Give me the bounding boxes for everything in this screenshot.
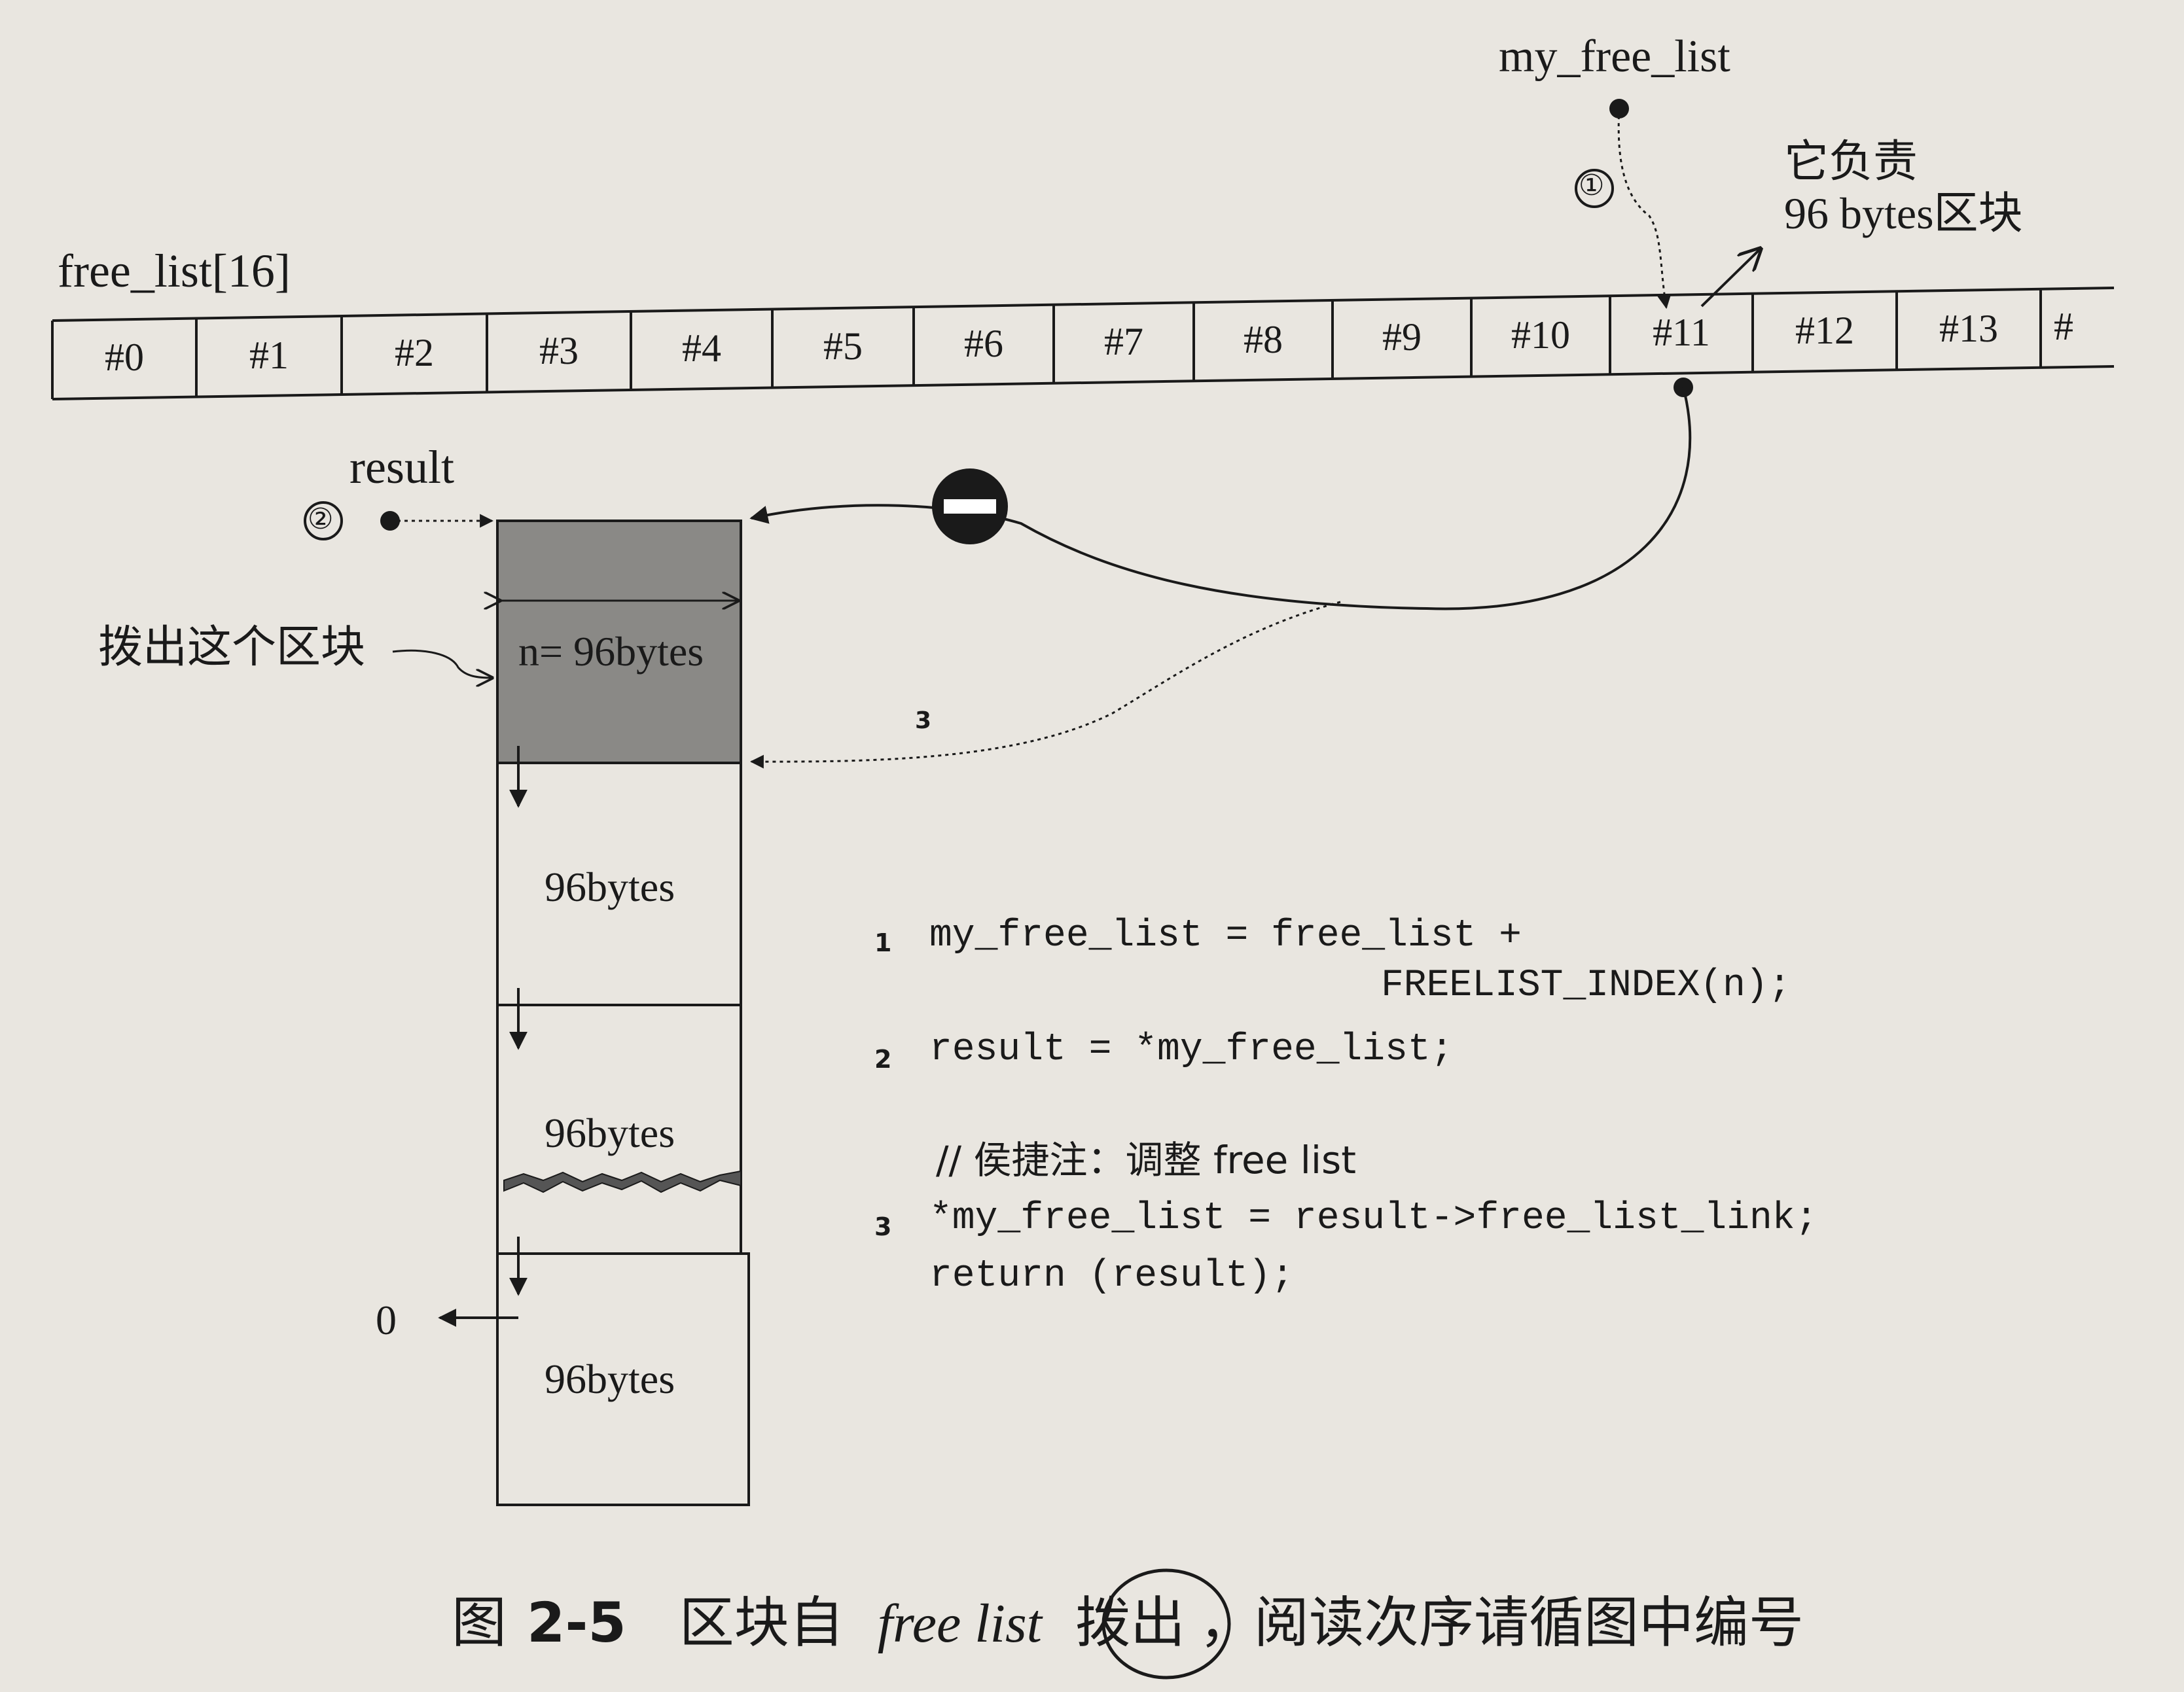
code-line-2: result = *my_free_list;: [929, 1029, 1454, 1071]
step-2-marker: [304, 501, 343, 540]
step-3-label: 3: [915, 707, 932, 734]
block-4: [496, 1252, 750, 1506]
step-3-link: [749, 601, 1341, 769]
caption-fig: 图: [452, 1591, 507, 1655]
free-list-cell: #12: [1795, 309, 1854, 353]
code-comment-text: // 侯捷注：调整 free list: [936, 1138, 1356, 1182]
extract-label-arrow: [392, 649, 492, 678]
free-list-cell: #9: [1382, 315, 1422, 359]
code-line-3: *my_free_list = result->free_list_link;: [929, 1197, 1818, 1240]
my-free-list-label: my_free_list: [1499, 31, 1730, 82]
code-line-1-number: 1: [874, 928, 892, 957]
figure-caption: 图 2-5 区块自 free list 拨出 ，阅读次序请循图中编号: [452, 1595, 1804, 1651]
code-line-return: return (result);: [929, 1255, 1294, 1297]
code-line-3-number: 3: [874, 1212, 892, 1241]
free-list-array-name: free_list[16]: [58, 245, 291, 297]
torn-edge: [503, 1170, 742, 1193]
caption-text-a: 区块自: [679, 1591, 844, 1655]
free-list-cell: #11: [1653, 311, 1710, 355]
my-free-list-pointer: [1575, 99, 1672, 309]
extracted-block: [496, 520, 742, 764]
free-list-cell: #10: [1511, 313, 1570, 357]
block-4-size: 96bytes: [545, 1356, 675, 1402]
code-line-1b: FREELIST_INDEX(n);: [1381, 964, 1791, 1007]
free-list-cell: #6: [964, 322, 1003, 366]
free-list-cell: #: [2054, 304, 2073, 348]
caption-number: 2-5: [527, 1591, 626, 1655]
step-1-marker: [1575, 169, 1614, 208]
free-list-cell: #5: [823, 324, 863, 368]
extract-block-label: 拨出这个区块: [98, 622, 366, 673]
caption-text-b: free list: [877, 1593, 1042, 1654]
result-label: result: [349, 441, 454, 493]
responsible-arrow: [1700, 249, 1761, 308]
free-list-array: [51, 287, 2115, 400]
free-list-cell: #1: [249, 333, 289, 377]
free-list-cell: #0: [105, 336, 144, 379]
caption-circle: [1101, 1568, 1231, 1680]
step-1-label: ①: [1579, 169, 1605, 202]
block-stack: [438, 520, 750, 1506]
step-2-label: ②: [308, 502, 334, 536]
block-2-size: 96bytes: [545, 864, 675, 910]
free-list-cell: #2: [395, 331, 434, 375]
caption-text-d: ，阅读次序请循图中编号: [1199, 1591, 1804, 1655]
code-line-2-number: 2: [874, 1045, 892, 1074]
index11-link: [749, 378, 1693, 610]
free-list-cell: #13: [1939, 306, 1998, 350]
free-list-cell: #7: [1104, 320, 1143, 364]
responsible-note-line2: 96 bytes区块: [1784, 188, 2023, 238]
code-line-1: my_free_list = free_list +: [929, 915, 1522, 957]
result-pointer: [304, 501, 494, 540]
null-value: 0: [376, 1297, 397, 1343]
caption-text-c: 拨出: [1075, 1591, 1185, 1655]
code-comment: // 侯捷注：调整 free list: [936, 1141, 1356, 1179]
free-list-cell: #8: [1244, 317, 1283, 361]
responsible-note-line1: 它负责: [1784, 136, 1918, 188]
free-list-cell: #3: [539, 328, 579, 372]
block-1-size: n= 96bytes: [518, 628, 704, 675]
free-list-cell: #4: [682, 326, 721, 370]
block-3-size: 96bytes: [545, 1110, 675, 1156]
